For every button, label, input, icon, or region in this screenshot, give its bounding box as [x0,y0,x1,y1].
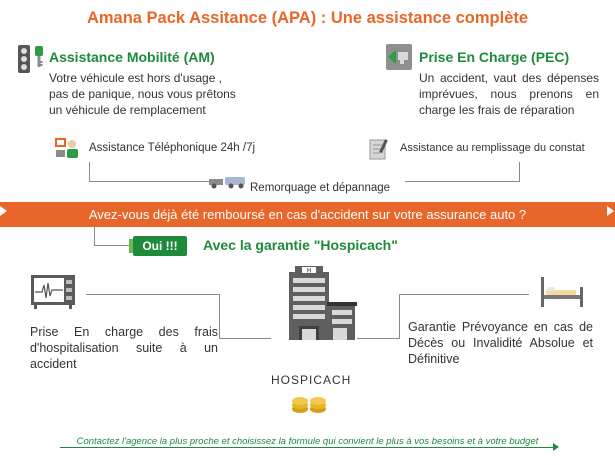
connector-line [94,227,95,246]
constat-icon [368,137,390,161]
pec-line: Un accident, vaut des dépenses [419,71,599,85]
pec-description: Un accident, vaut des dépenses imprévues… [419,70,599,118]
prevoyance-line: Définitive [408,352,460,366]
oui-badge: Oui !!! [129,236,187,256]
prevoyance-line: Décès ou Invalidité Absolue et [408,336,593,350]
page-title: Amana Pack Assitance (APA) : Une assista… [86,9,529,27]
am-line: Votre véhicule est hors d'usage , [49,71,223,85]
garantie-title: Avec la garantie "Hospicach" [203,237,398,253]
footer-arrow [553,443,559,451]
banner-right-arrow [607,206,614,216]
prevoyance-description: Garantie Prévoyance en cas de Décès ou I… [408,319,593,367]
heart-monitor-icon [30,274,76,310]
phone-assistance-label: Assistance Téléphonique 24h /7j [89,142,256,154]
svg-text:H: H [307,269,311,275]
footer-underline [60,447,555,448]
tow-truck-icon [209,175,247,189]
coins-icon [290,395,328,415]
banner-left-arrow [0,206,7,216]
constat-label: Assistance au remplissage du constat [400,142,585,154]
connector-line [519,162,520,182]
am-line: pas de panique, nous vous prêtons [49,87,236,101]
am-title: Assistance Mobilité (AM) [49,49,215,65]
hospital-building-icon: H [271,266,357,342]
pec-title: Prise En Charge (PEC) [419,49,570,65]
connector-line [357,338,400,339]
prevoyance-line: Garantie Prévoyance en cas de [408,320,593,334]
pec-line: imprévues, nous prenons en [419,87,599,101]
phone-assistance-icon [54,136,80,160]
connector-line [94,245,130,246]
connector-line [399,294,529,295]
hospital-description: Prise En charge des frais d'hospitalisat… [30,324,218,372]
hospital-line: accident [30,357,77,371]
footer-text: Contactez l'agence la plus proche et cho… [76,436,539,447]
connector-line [86,294,220,295]
connector-line [89,181,209,182]
hospicach-label: HOSPICACH [271,373,352,387]
hospital-line: d'hospitalisation suite à un [30,341,218,355]
am-line: un véhicule de remplacement [49,103,206,117]
pec-line: charge les frais de réparation [419,103,575,117]
banner-question: Avez-vous déjà été remboursé en cas d'ac… [88,207,527,222]
question-banner [0,202,615,227]
hospital-bed-icon [538,275,586,309]
remorquage-label: Remorquage et dépannage [250,182,391,194]
connector-line [219,294,220,339]
car-key-icon [33,45,45,69]
connector-line [89,162,90,182]
connector-line [399,294,400,339]
connector-line [405,181,520,182]
am-description: Votre véhicule est hors d'usage , pas de… [49,70,239,118]
car-repair-icon [386,44,412,70]
hospital-line: Prise En charge des frais [30,325,218,339]
traffic-light-icon [17,44,31,74]
connector-line [219,338,271,339]
